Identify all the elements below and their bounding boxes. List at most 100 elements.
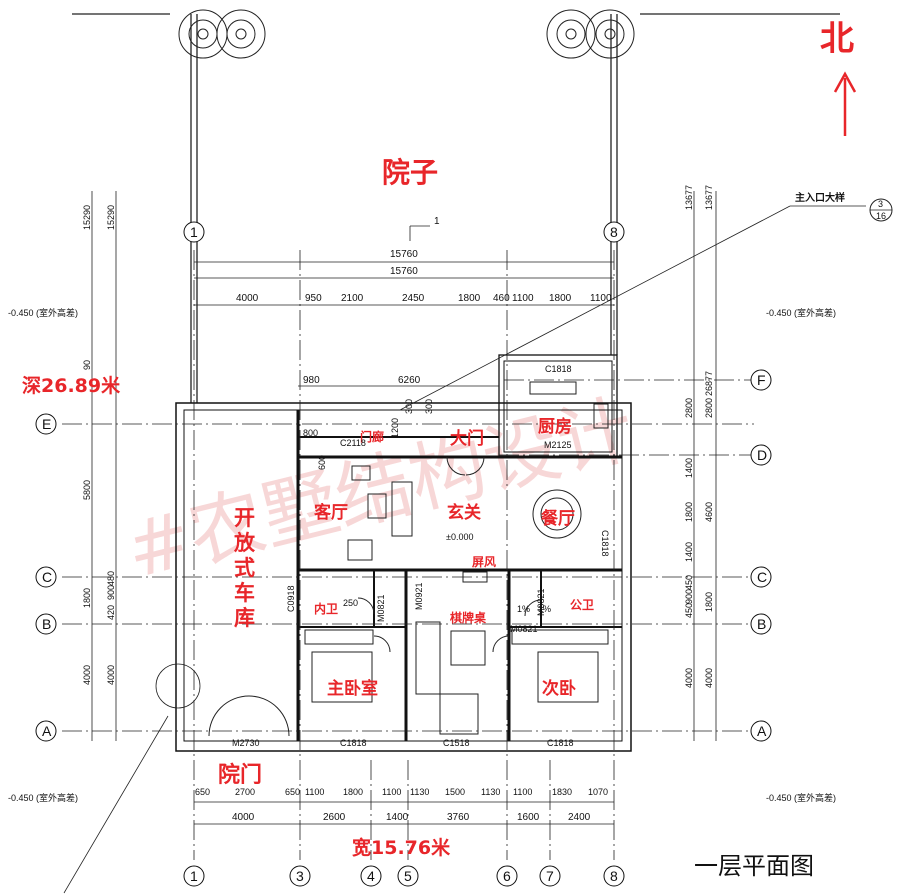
dim-text: 15290 xyxy=(106,205,116,230)
entrance-detail-label: 主入口大样 xyxy=(795,191,845,204)
code-m0821-b: M0821 xyxy=(536,588,546,616)
furniture xyxy=(304,381,609,735)
screen-label: 屏风 xyxy=(471,555,496,569)
chess-table-label: 棋牌桌 xyxy=(450,610,487,625)
dim-text: 4000 xyxy=(232,812,255,823)
dim-text: 2800 xyxy=(684,398,694,418)
axis-label: D xyxy=(757,447,767,463)
dim-text: 1200 xyxy=(390,418,400,438)
code-m2730: M2730 xyxy=(232,738,260,748)
axis-bubble-f xyxy=(750,369,772,391)
dim-text: 950 xyxy=(305,293,322,304)
dim-text: 1100 xyxy=(590,293,612,304)
foyer-label: 玄关 xyxy=(447,502,481,523)
second-bedroom-label: 次卧 xyxy=(542,678,576,699)
dim-text: 1100 xyxy=(512,293,534,304)
dim-text: 4000 xyxy=(704,668,714,688)
code-c0918: C0918 xyxy=(286,585,296,612)
dim-total-width-2: 15760 xyxy=(390,266,418,277)
axis-label: C xyxy=(757,569,767,585)
dim-text: 650 xyxy=(285,787,300,797)
dim-text: 13677 xyxy=(704,185,714,210)
dim-total-width-1: 15760 xyxy=(390,249,418,260)
detail-ref-bottom: 16 xyxy=(876,211,886,221)
dim-text: 2100 xyxy=(341,293,364,304)
dim-text: 6260 xyxy=(398,375,421,386)
axis-bubble-c xyxy=(35,566,57,588)
code-c1518: C1518 xyxy=(443,738,470,748)
dim-text: 980 xyxy=(303,375,320,386)
public-bath-label: 公卫 xyxy=(570,598,594,612)
dim-text: 2800 xyxy=(704,398,714,418)
svg-text:开放式车库: 开放式车库 xyxy=(233,506,256,630)
garage-label: 开放式车库 xyxy=(233,506,256,630)
axis-label: 5 xyxy=(404,868,412,884)
dim-text: 2700 xyxy=(235,787,255,797)
dim-text: 2450 xyxy=(402,293,425,304)
axis-bubble-b xyxy=(35,613,57,635)
tree-icon xyxy=(178,9,635,59)
axis-bubble-7 xyxy=(539,865,561,887)
dim-text: 450 xyxy=(684,603,694,618)
dimension-lines xyxy=(62,191,866,894)
dim-text: 1100 xyxy=(513,787,532,797)
dim-text: 1100 xyxy=(305,787,324,797)
width-label: 宽15.76米 xyxy=(352,836,451,859)
dim-text: 1800 xyxy=(684,502,694,522)
dim-text: 600 xyxy=(317,455,327,470)
detail-ref-top: 3 xyxy=(878,199,883,209)
dim-text: 1800 xyxy=(549,293,572,304)
dim-text: 1600 xyxy=(517,812,540,823)
code-c2118: C2118 xyxy=(340,438,366,448)
drawing-title: 一层平面图 xyxy=(694,852,814,880)
master-bedroom-label: 主卧室 xyxy=(327,678,378,699)
dim-text: 420 xyxy=(106,605,116,620)
axis-label: 7 xyxy=(546,868,554,884)
axis-label: A xyxy=(757,723,767,739)
dim-text: 1% xyxy=(538,604,551,614)
axis-label: 8 xyxy=(610,868,618,884)
dim-text: 650 xyxy=(195,787,210,797)
living-room-label: 客厅 xyxy=(313,502,348,523)
dim-text: 1830 xyxy=(552,787,572,797)
axis-label: 4 xyxy=(367,868,375,884)
code-m0921: M0921 xyxy=(414,582,424,610)
dim-text: 300 xyxy=(424,399,434,414)
dim-text: 15290 xyxy=(82,205,92,230)
section-mark: 1 xyxy=(434,216,440,227)
dim-text: 250 xyxy=(343,598,358,608)
dim-text: 460 xyxy=(493,293,510,304)
courtyard-label: 院子 xyxy=(382,156,438,189)
axis-label: B xyxy=(757,616,766,632)
dining-room-label: 餐厅 xyxy=(541,508,575,529)
north-arrow-icon xyxy=(833,71,857,136)
dim-text: 4000 xyxy=(82,665,92,685)
code-c1818-top: C1818 xyxy=(545,364,572,374)
level-right-bottom: -0.450 (室外高差) xyxy=(766,792,836,803)
dim-text: 1% xyxy=(517,604,530,614)
yard-gate-label: 院门 xyxy=(218,762,262,788)
corridor-label: 门廊 xyxy=(360,429,384,444)
dim-text: 2400 xyxy=(568,812,591,823)
dim-corridor-row: 980 6260 xyxy=(303,375,421,386)
code-m0821-c: M0821 xyxy=(510,624,538,634)
axis-bubble-3 xyxy=(289,865,311,887)
axis-bubble-e xyxy=(35,413,57,435)
dim-text: 1800 xyxy=(458,293,481,304)
courtyard-walls xyxy=(72,13,840,403)
axis-label: 8 xyxy=(610,224,618,240)
code-m0821-a: M0821 xyxy=(376,594,386,622)
axis-label: 1 xyxy=(190,868,198,884)
dim-text: 1100 xyxy=(382,787,401,797)
axis-bubble-1 xyxy=(183,865,205,887)
level-left-bottom: -0.450 (室外高差) xyxy=(8,792,78,803)
axis-label: B xyxy=(42,616,51,632)
dim-text: 1130 xyxy=(481,787,500,797)
code-c1818-right: C1818 xyxy=(600,530,610,557)
axis-bubble-a xyxy=(35,720,57,742)
axis-bubble-8 xyxy=(603,221,625,243)
